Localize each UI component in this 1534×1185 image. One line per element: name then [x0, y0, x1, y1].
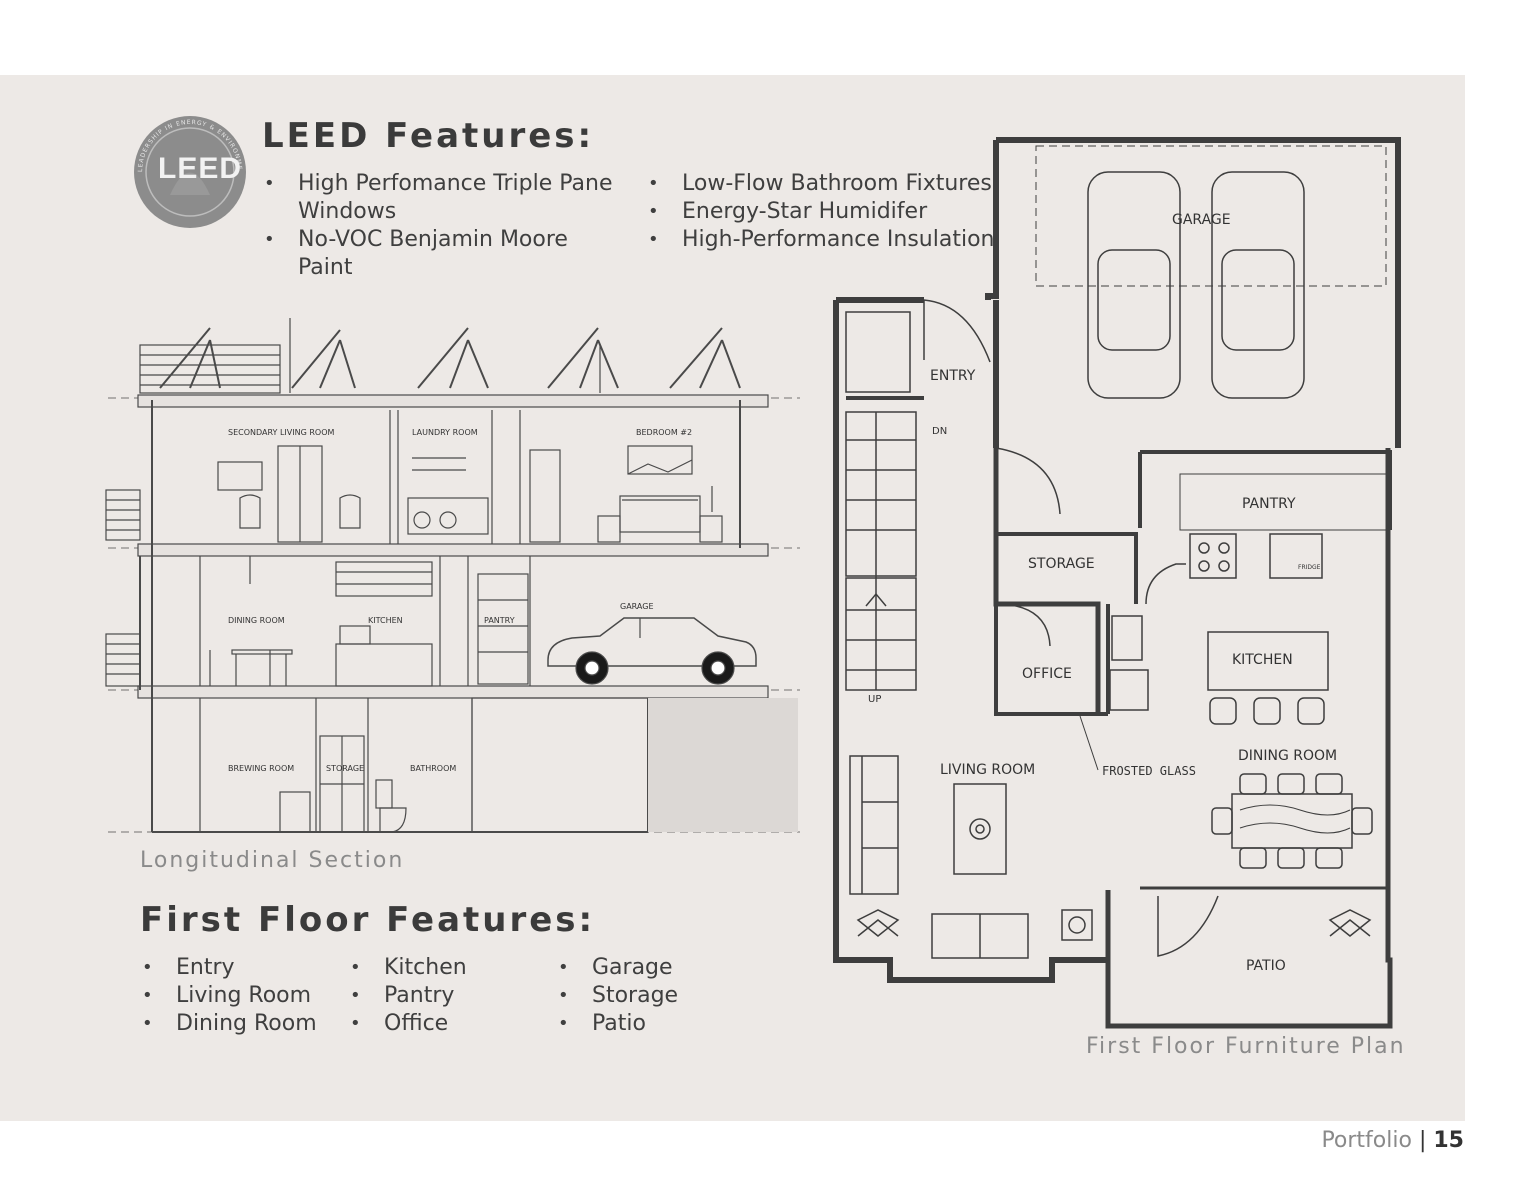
plan-label-dn: DN [932, 426, 948, 437]
leed-feature-item: Low-Flow Bathroom Fixtures [648, 170, 1008, 198]
longitudinal-section-drawing [105, 318, 800, 833]
first-floor-item: Garage [558, 954, 758, 982]
first-floor-item: Dining Room [142, 1010, 342, 1038]
plan-label-up: UP [868, 694, 882, 705]
section-label-bedroom2: BEDROOM #2 [636, 428, 693, 437]
plan-label-living: LIVING ROOM [940, 762, 1036, 778]
section-label-secondary-living: SECONDARY LIVING ROOM [228, 428, 335, 437]
page-number: 15 [1433, 1128, 1464, 1153]
plan-label-office: OFFICE [1022, 666, 1072, 682]
first-floor-item: Entry [142, 954, 342, 982]
plan-label-patio: PATIO [1246, 958, 1286, 974]
leed-badge-text: LEED [158, 152, 243, 185]
footer-label: Portfolio [1321, 1128, 1412, 1153]
first-floor-features-title: First Floor Features: [140, 900, 596, 940]
section-label-garage: GARAGE [620, 602, 654, 611]
leed-badge-icon: LEADERSHIP IN ENERGY & ENVIRONMENTAL DES… [0, 0, 246, 228]
leed-feature-item: No-VOC Benjamin Moore Paint [264, 226, 624, 282]
section-label-brewing: BREWING ROOM [228, 764, 295, 773]
first-floor-list-3: Garage Storage Patio [558, 954, 758, 1038]
first-floor-item: Storage [558, 982, 758, 1010]
first-floor-item: Kitchen [350, 954, 550, 982]
plan-label-kitchen: KITCHEN [1232, 652, 1293, 668]
plan-label-entry: ENTRY [930, 368, 976, 384]
first-floor-item: Office [350, 1010, 550, 1038]
first-floor-plan-drawing [833, 137, 1401, 1029]
first-floor-item: Patio [558, 1010, 758, 1038]
leed-features-title: LEED Features: [262, 116, 595, 156]
plan-label-pantry: PANTRY [1242, 496, 1296, 512]
leed-feature-item: High Perfomance Triple Pane Windows [264, 170, 624, 226]
section-label-dining: DINING ROOM [228, 616, 285, 625]
section-label-bathroom: BATHROOM [410, 764, 457, 773]
plan-label-storage: STORAGE [1028, 556, 1095, 572]
leed-features-list-2: Low-Flow Bathroom Fixtures Energy-Star H… [648, 170, 1008, 254]
plan-label-garage: GARAGE [1172, 212, 1231, 228]
footer-separator: | [1418, 1128, 1427, 1153]
section-label-storage: STORAGE [326, 764, 365, 773]
page-footer: Portfolio | 15 [1321, 1128, 1464, 1153]
plan-caption: First Floor Furniture Plan [1086, 1034, 1406, 1059]
first-floor-item: Pantry [350, 982, 550, 1010]
section-label-kitchen: KITCHEN [368, 616, 403, 625]
leed-features-list-1: High Perfomance Triple Pane Windows No-V… [264, 170, 624, 282]
first-floor-item: Living Room [142, 982, 342, 1010]
plan-label-dining: DINING ROOM [1238, 748, 1338, 764]
leed-feature-item: High-Performance Insulation [648, 226, 1008, 254]
section-caption: Longitudinal Section [140, 848, 405, 873]
first-floor-list-2: Kitchen Pantry Office [350, 954, 550, 1038]
first-floor-list-1: Entry Living Room Dining Room [142, 954, 342, 1038]
leed-feature-item: Energy-Star Humidifer [648, 198, 1008, 226]
plan-label-frosted: FROSTED GLASS [1102, 764, 1196, 778]
section-label-laundry: LAUNDRY ROOM [412, 428, 478, 437]
section-label-pantry: PANTRY [484, 616, 515, 625]
plan-label-fridge: FRIDGE [1298, 564, 1321, 571]
